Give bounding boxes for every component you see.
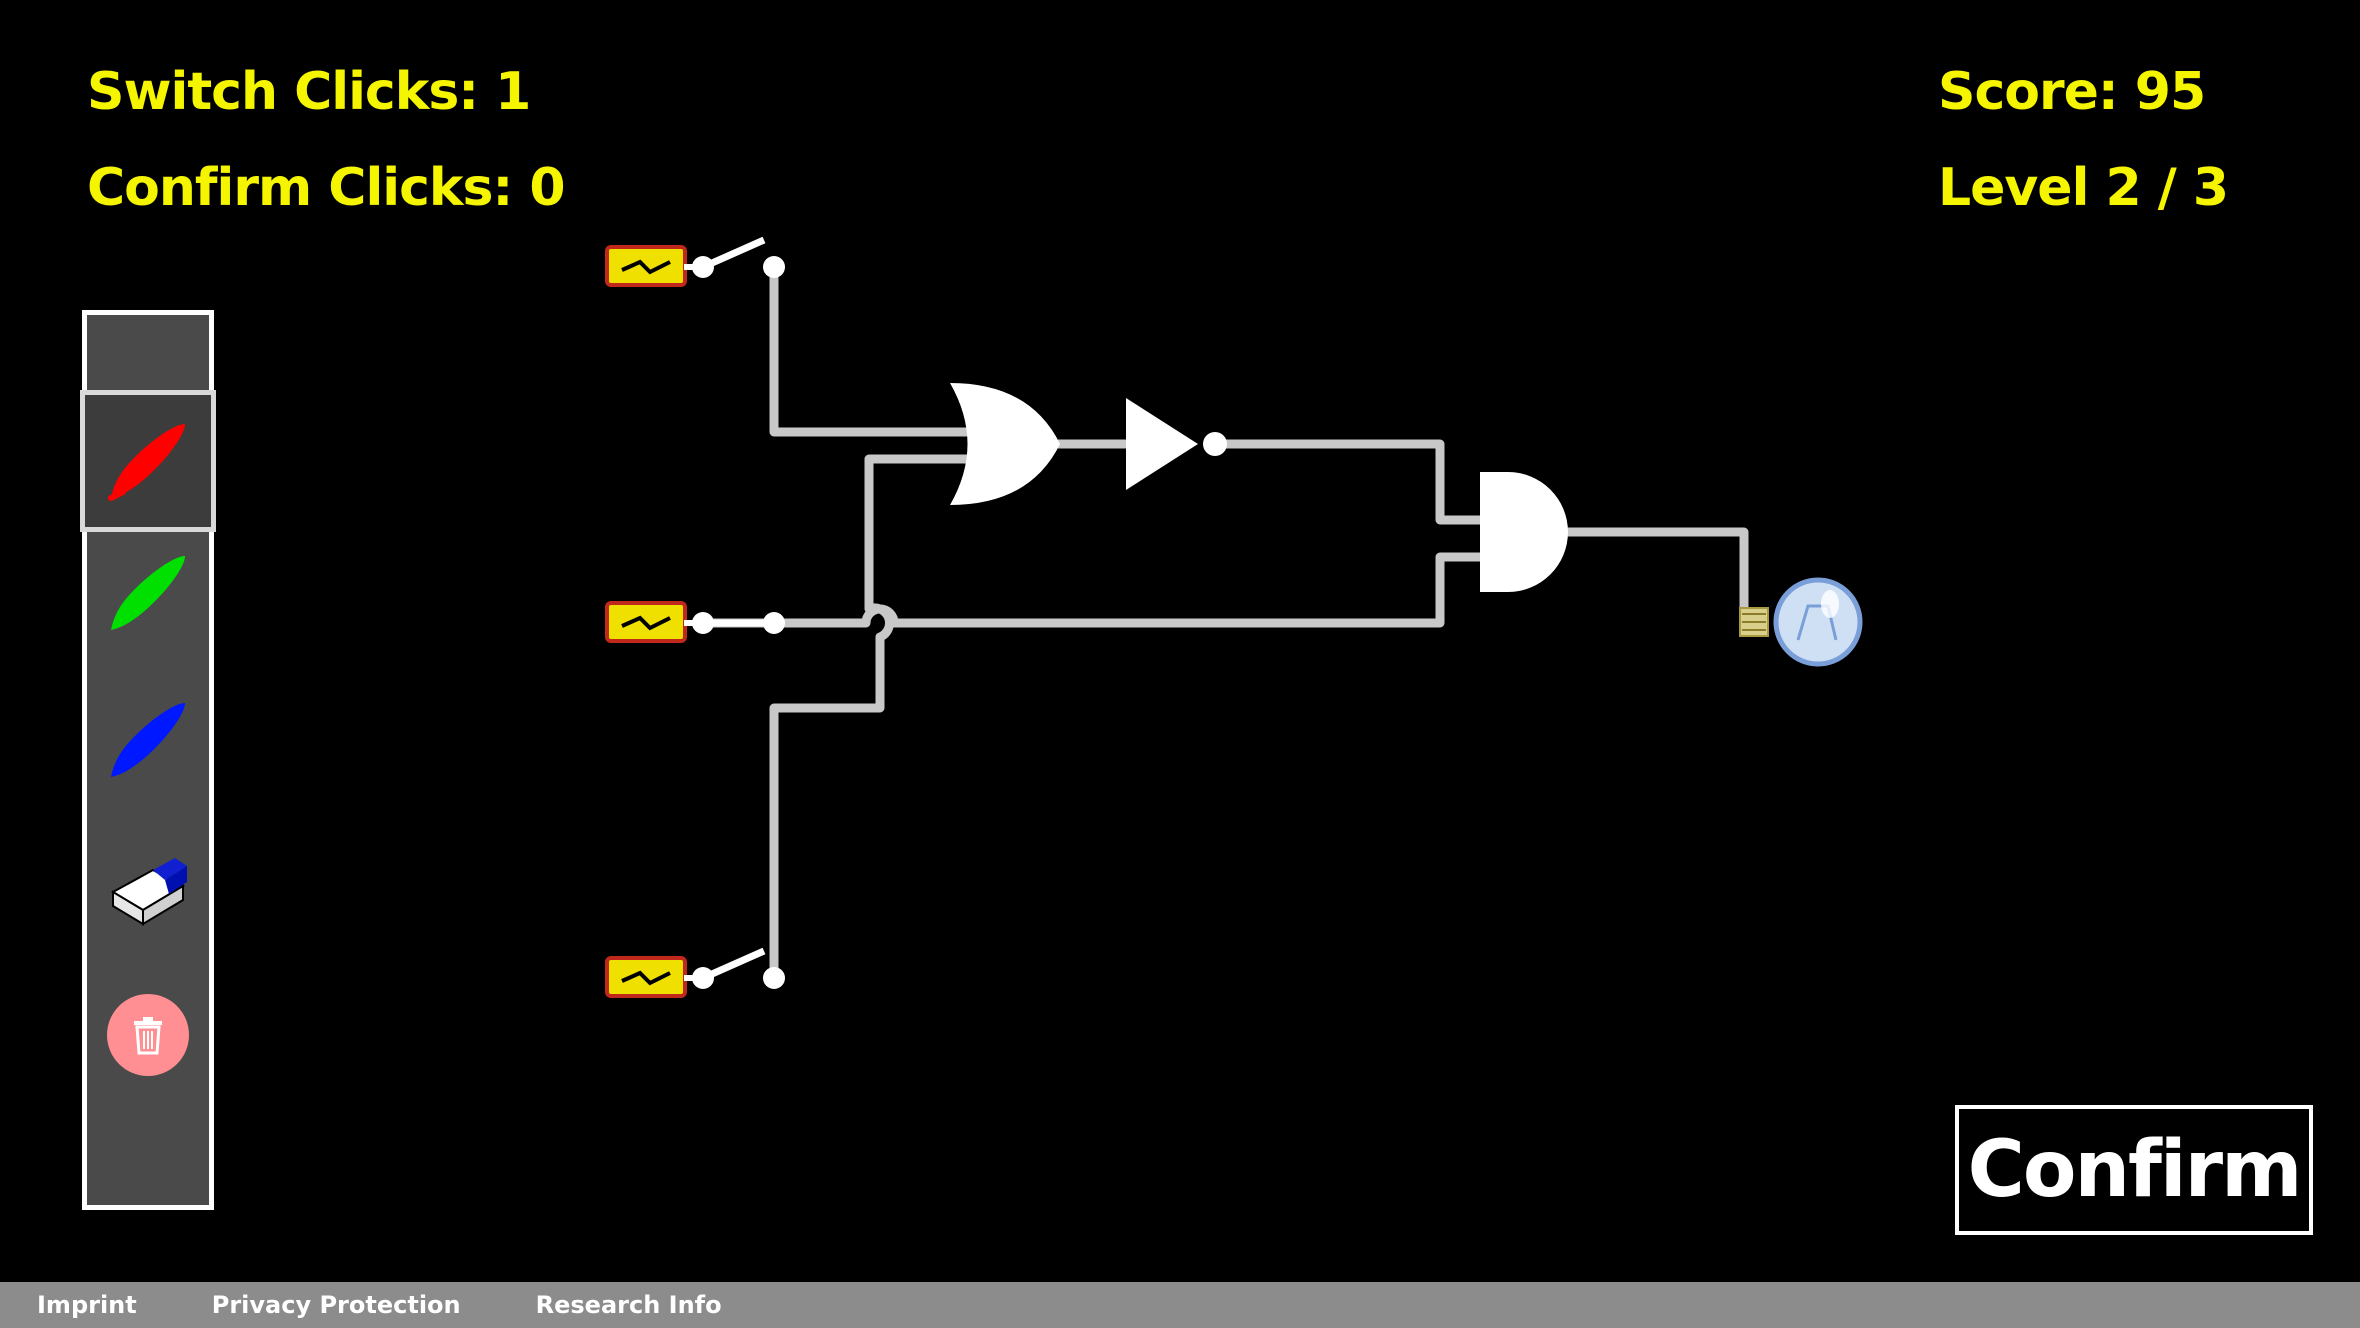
switch-1[interactable] [684,236,785,278]
wire [703,552,1486,628]
and-gate [1480,472,1568,592]
battery-icon-3 [605,956,687,998]
footer-link-privacy[interactable]: Privacy Protection [211,1291,461,1319]
footer-link-imprint[interactable]: Imprint [37,1291,137,1319]
score-display: Score: 95 [1938,62,2206,122]
or-gate [950,383,1060,505]
lightbulb-icon [1739,577,1863,667]
footer-bar: Imprint Privacy Protection Research Info [0,1282,2360,1328]
switch-3[interactable] [684,947,785,989]
confirm-button[interactable]: Confirm [1955,1105,2313,1235]
trash-icon [134,1017,162,1055]
level-display: Level 2 / 3 [1938,158,2229,218]
green-pen-tool[interactable] [93,538,203,648]
wire [769,454,980,978]
green-pen-icon [111,556,185,630]
red-pen-tool[interactable] [80,390,216,532]
trash-button[interactable] [107,994,189,1076]
confirm-clicks-counter: Confirm Clicks: 0 [87,158,566,218]
battery-icon-1 [605,245,687,287]
footer-link-research-info[interactable]: Research Info [535,1291,722,1319]
clear-tool[interactable] [93,980,203,1090]
eraser-icon [110,858,187,926]
tool-palette [80,310,216,1210]
wire [1218,439,1486,525]
wire [769,267,980,437]
blue-pen-icon [111,703,185,777]
blue-pen-tool[interactable] [93,685,203,795]
battery-icon-2 [605,601,687,643]
circuit-board [605,236,1863,998]
switch-2[interactable] [684,612,785,634]
red-pen-icon [108,424,185,501]
wire [1564,527,1749,620]
switch-clicks-counter: Switch Clicks: 1 [87,62,531,122]
not-gate [1126,398,1227,490]
eraser-tool[interactable] [93,832,203,942]
